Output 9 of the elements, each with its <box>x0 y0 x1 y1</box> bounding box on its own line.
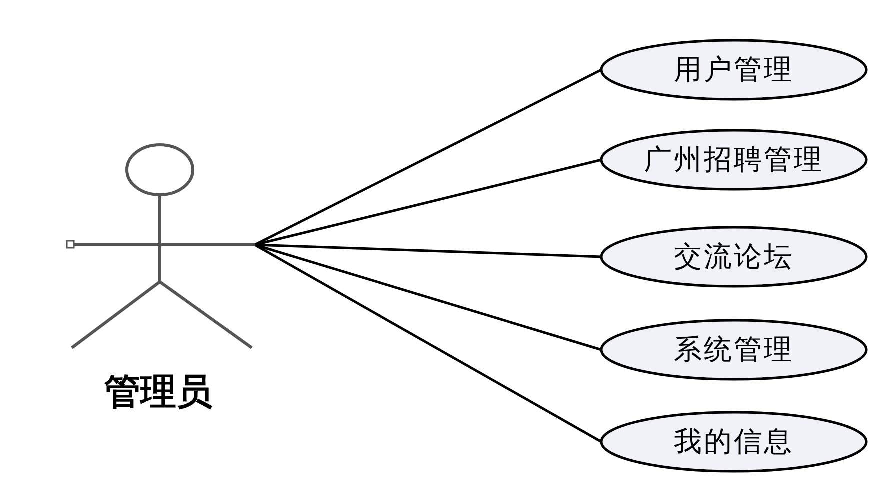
association-line <box>254 244 602 352</box>
use-case-label: 用户管理 <box>674 52 794 88</box>
use-case-label: 我的信息 <box>674 424 794 460</box>
association-line <box>254 244 602 444</box>
use-case-label: 系统管理 <box>674 332 794 368</box>
use-case-label: 交流论坛 <box>674 239 794 275</box>
actor-label: 管理员 <box>104 371 214 415</box>
use-case-label: 广州招聘管理 <box>644 142 824 178</box>
association-line <box>254 68 602 246</box>
